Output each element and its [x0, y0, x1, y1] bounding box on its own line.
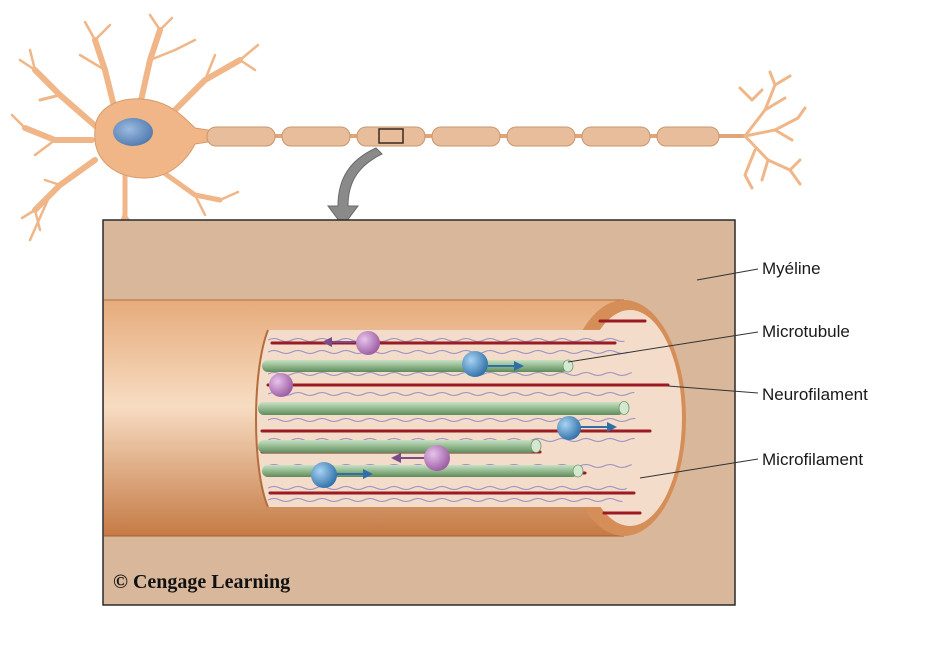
axon-terminals [738, 70, 807, 190]
copyright-notice: © Cengage Learning [113, 571, 291, 593]
myelin-segments [206, 126, 720, 147]
label-neurofilament: Neurofilament [762, 385, 868, 404]
microtubules [258, 359, 630, 478]
zoom-region-marker [378, 128, 404, 144]
label-microfilament: Microfilament [762, 450, 864, 469]
leader-lines [567, 268, 759, 479]
nucleus [113, 118, 153, 146]
zoom-arrow [327, 147, 383, 227]
label-myelin: Myéline [762, 259, 821, 278]
label-microtubule: Microtubule [762, 322, 850, 341]
neuron-cell-body [94, 98, 216, 179]
axon-interior [256, 330, 636, 507]
vesicles [269, 331, 617, 488]
